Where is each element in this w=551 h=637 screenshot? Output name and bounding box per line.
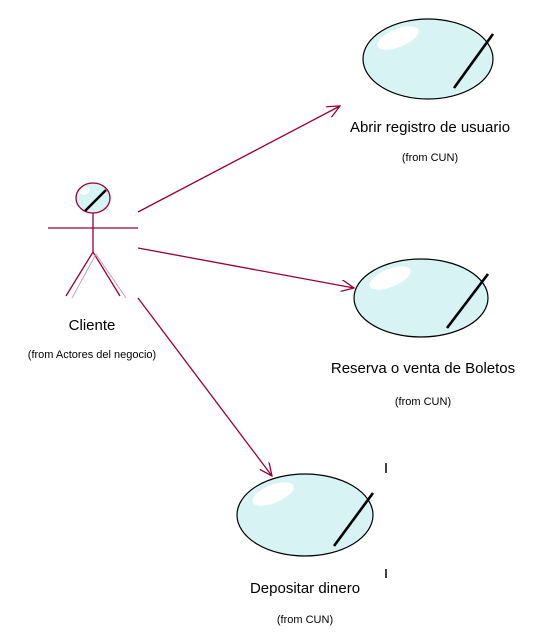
use-case-from-reserva-venta: (from CUN) bbox=[394, 396, 452, 408]
actor-head-shine bbox=[80, 187, 90, 195]
actor-right-leg bbox=[92, 251, 121, 297]
use-case-reserva-venta[interactable] bbox=[353, 258, 490, 338]
use-case-from-abrir-registro: (from CUN) bbox=[401, 152, 459, 164]
use-case-shine bbox=[377, 26, 419, 50]
use-case-ellipse bbox=[353, 258, 489, 338]
use-case-abrir-registro[interactable] bbox=[362, 18, 495, 100]
use-case-depositar-dinero[interactable] bbox=[236, 473, 375, 557]
actor-head-slash-icon bbox=[84, 189, 107, 212]
association-arrow-abrir-registro[interactable] bbox=[137, 106, 340, 213]
use-case-name-abrir-registro: Abrir registro de usuario bbox=[349, 119, 511, 136]
association-arrow-depositar-dinero[interactable] bbox=[137, 297, 272, 476]
use-case-from-depositar-dinero: (from CUN) bbox=[276, 614, 334, 626]
actor-left-leg-shadow bbox=[71, 253, 97, 299]
actor-from-label: (from Actores del negocio) bbox=[27, 349, 157, 361]
actor-cliente[interactable] bbox=[48, 182, 138, 299]
use-case-slash-icon bbox=[332, 492, 375, 547]
use-case-shine bbox=[369, 266, 411, 290]
association-arrow-reserva-venta[interactable] bbox=[137, 247, 354, 288]
use-case-slash-icon bbox=[445, 273, 490, 329]
use-case-name-reserva-venta: Reserva o venta de Boletos bbox=[330, 360, 516, 377]
actor-right-leg-shadow bbox=[95, 253, 127, 299]
use-case-slash-icon bbox=[452, 33, 495, 89]
use-case-ellipse bbox=[236, 473, 374, 557]
actor-head bbox=[75, 182, 111, 214]
use-case-name-depositar-dinero: Depositar dinero bbox=[249, 580, 361, 597]
actor-name: Cliente bbox=[68, 317, 116, 334]
use-case-shine bbox=[252, 482, 294, 506]
actor-left-leg bbox=[65, 251, 94, 297]
